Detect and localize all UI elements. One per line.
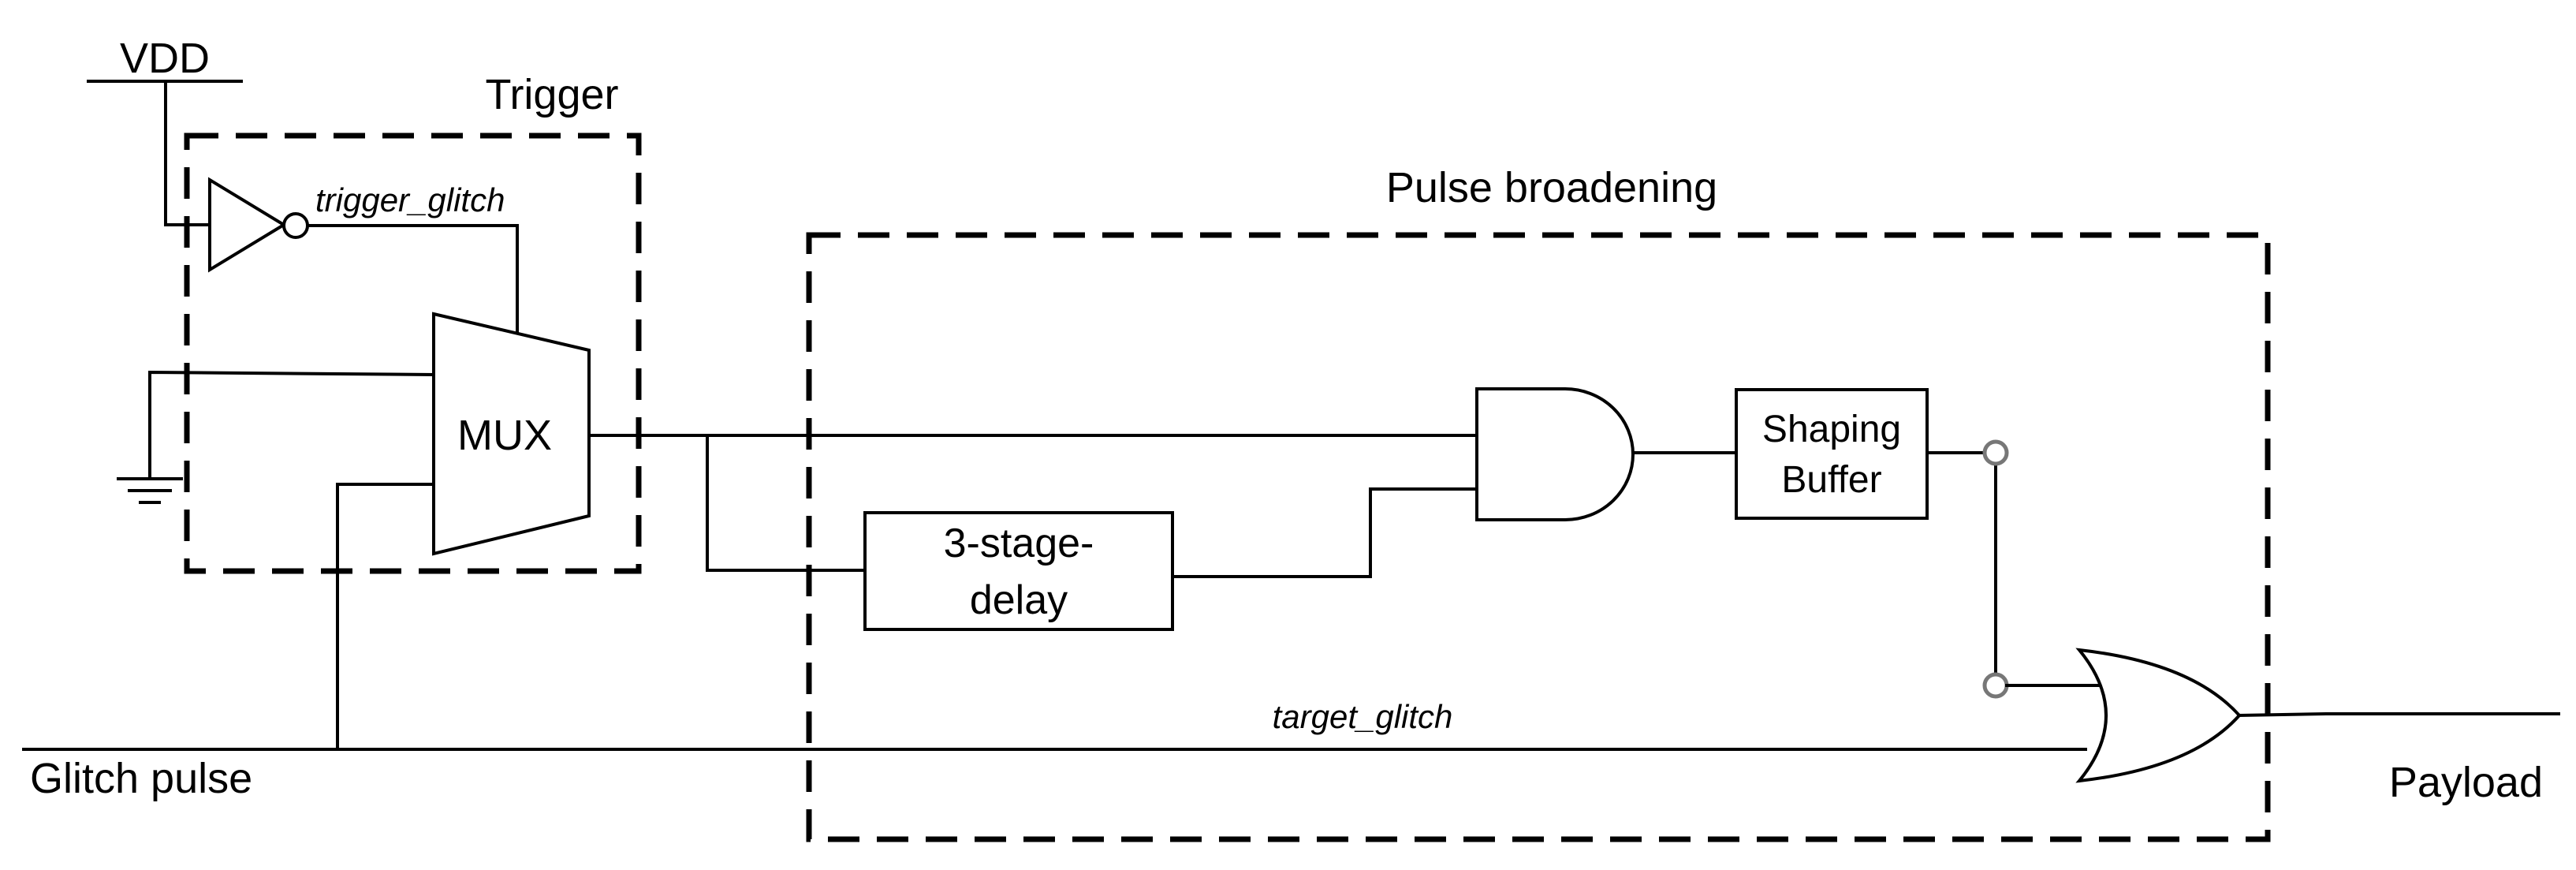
or-input-terminal	[1982, 672, 2009, 699]
mux-label: MUX	[457, 412, 552, 459]
trigger-region	[184, 133, 642, 574]
and-gate	[1475, 387, 1635, 521]
payload-wire	[2237, 712, 2560, 718]
shaping-buffer-line1: Shaping	[1762, 409, 1901, 450]
glitch-to-mux-wire	[336, 483, 435, 751]
buffer-output-terminal	[1982, 439, 2009, 466]
trigger-glitch-wire	[306, 224, 519, 338]
delay-input-wire	[706, 434, 867, 572]
ground-symbol	[117, 370, 436, 504]
shaping-buffer-line2: Buffer	[1781, 459, 1881, 501]
delay-label-line2: delay	[970, 577, 1068, 623]
inverter-gate	[208, 177, 309, 273]
glitch-pulse-label: Glitch pulse	[30, 755, 252, 802]
three-stage-delay-box	[863, 511, 1174, 631]
delay-output-wire	[1171, 487, 1478, 578]
delay-label-line1: 3-stage-	[944, 521, 1094, 566]
pulse-broadening-title: Pulse broadening	[1386, 164, 1717, 211]
vdd-label: VDD	[120, 35, 210, 82]
pulse-broadening-region	[806, 232, 2271, 842]
target-glitch-label: target_glitch	[1273, 698, 1453, 735]
mux-block	[432, 312, 591, 556]
payload-label: Payload	[2389, 759, 2543, 806]
trigger-glitch-label: trigger_glitch	[315, 181, 505, 218]
trigger-title: Trigger	[485, 71, 618, 118]
or-gate	[2075, 648, 2242, 783]
